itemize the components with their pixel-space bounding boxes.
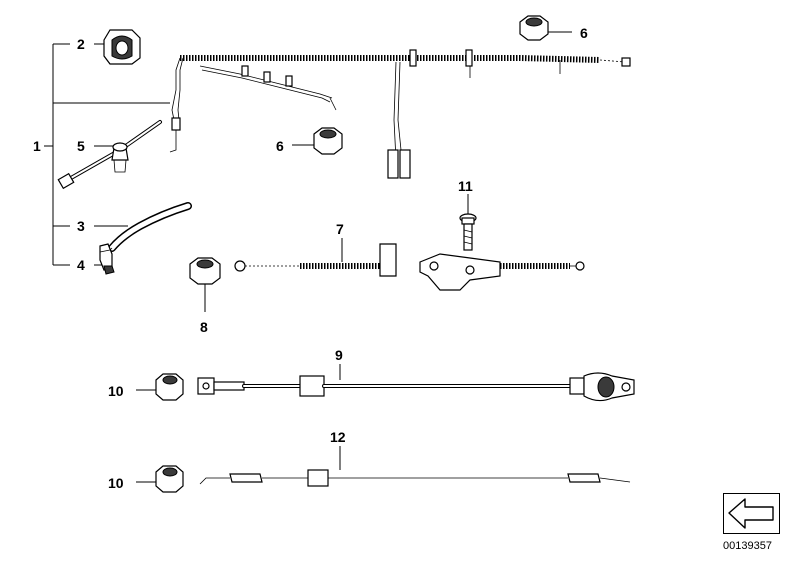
part-3-hose [105, 202, 192, 255]
part-2-grommet [103, 29, 141, 65]
callout-6-top: 6 [580, 25, 588, 41]
callout-10-lower: 10 [108, 475, 124, 491]
callout-4: 4 [77, 257, 85, 273]
part-8-nut [189, 257, 221, 312]
callout-6-middle: 6 [276, 138, 284, 154]
part-5-bracket-rod [57, 120, 162, 190]
callout-10-upper: 10 [108, 383, 124, 399]
part-9-battery-cable [197, 364, 635, 402]
diagram-id-label: 00139357 [723, 540, 772, 552]
callout-2: 2 [77, 36, 85, 52]
callout-11: 11 [458, 178, 473, 194]
part-7-ground-strap [234, 238, 585, 291]
group-1-bracket [44, 43, 170, 266]
callout-8: 8 [200, 319, 208, 335]
part-4-elbow [99, 243, 115, 275]
callout-9: 9 [335, 347, 343, 363]
callout-12: 12 [330, 429, 346, 445]
part-10-nut-lower [136, 465, 184, 493]
arrow-left-icon[interactable] [723, 493, 780, 534]
callout-7: 7 [336, 221, 344, 237]
part-6-nut-middle [292, 127, 343, 155]
part-10-nut-upper [136, 373, 184, 401]
part-11-bolt [459, 194, 477, 251]
main-wiring-harness [169, 49, 631, 179]
callout-1: 1 [33, 138, 41, 154]
callout-3: 3 [77, 218, 85, 234]
part-12-cable [199, 446, 631, 487]
part-6-nut-top [519, 15, 572, 41]
callout-5: 5 [77, 138, 85, 154]
